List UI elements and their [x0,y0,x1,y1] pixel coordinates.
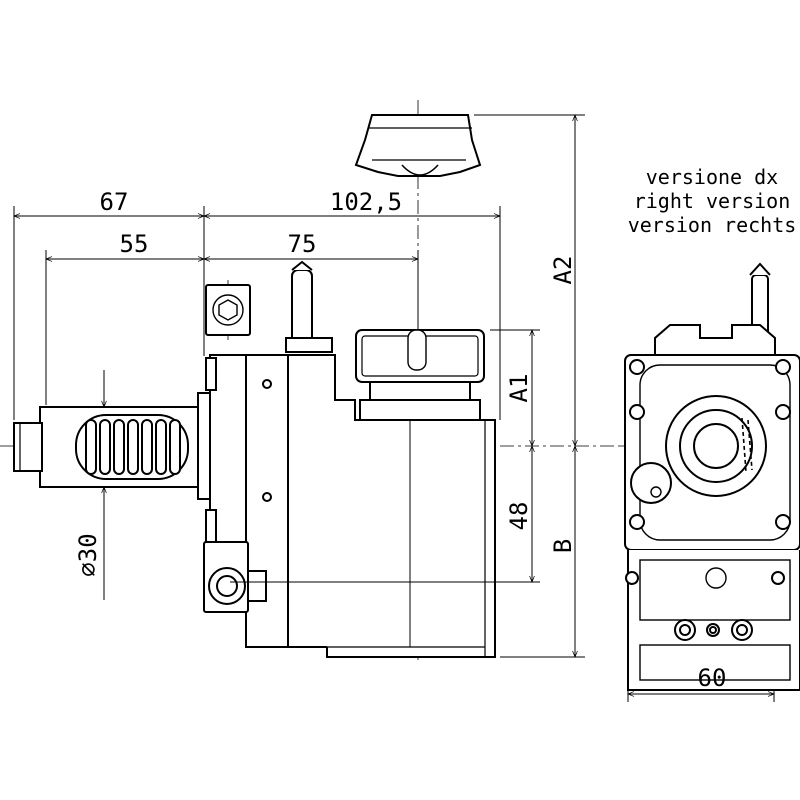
version-label-en: right version [634,189,791,213]
main-body-side [13,260,496,658]
dim-67: 67 [100,188,129,216]
version-label-de: version rechts [628,213,797,237]
version-label-it: versione dx [646,165,778,189]
dimension-text: 67 102,5 55 75 ⌀30 48 A1 A2 B [74,188,577,577]
dim-102-5: 102,5 [330,188,402,216]
dim-75: 75 [288,230,317,258]
dim-55: 55 [120,230,149,258]
front-view [624,262,800,691]
dim-60: 60 [698,664,727,692]
dim-a1: A1 [505,374,533,403]
dimension-lines [13,114,585,658]
top-spindle-view [354,114,482,177]
version-label: versione dx right version version rechts [628,165,797,237]
shank-ribs [75,414,189,480]
dim-48: 48 [505,502,533,531]
dimension-60 [627,690,775,702]
dim-b: B [549,539,577,553]
dim-a2: A2 [549,256,577,285]
dim-diameter-30: ⌀30 [74,533,102,576]
